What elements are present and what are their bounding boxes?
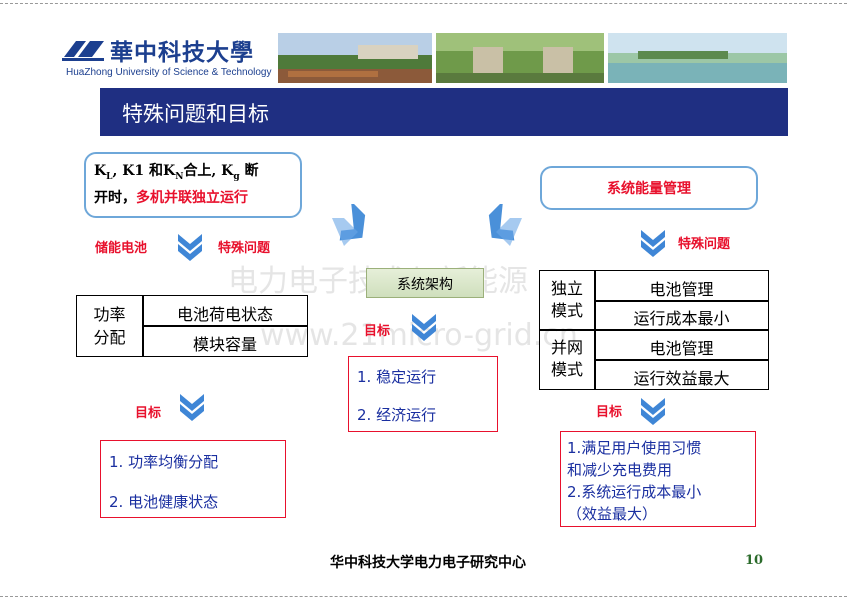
center-goal-2: 2. 经济运行: [357, 406, 437, 424]
chevron-down-icon: [180, 394, 204, 421]
chevron-down-icon: [412, 314, 436, 341]
condition-line-2: 开时，多机并联独立运行: [94, 187, 248, 207]
arrow-down-right-icon: [332, 204, 366, 246]
table-cell: 电池荷电状态: [176, 305, 273, 324]
title-bar-inner: [100, 88, 788, 136]
right-goal-line: （效益最大）: [567, 505, 658, 523]
hust-emblem-icon: [62, 41, 104, 61]
top-border: [0, 3, 847, 4]
page-number: 10: [745, 553, 764, 568]
power-allocation-header: 功率 分配: [93, 305, 126, 347]
table-cell: 电池管理: [649, 280, 714, 299]
chevron-down-icon: [178, 234, 202, 261]
condition-box: KL, K1 和KN合上, Kg 断 开时，多机并联独立运行: [84, 152, 302, 218]
grid-mode-header: 并网 模式: [550, 338, 583, 379]
mode-table: 独立 模式 电池管理 运行成本最小 并网 模式 电池管理 运行效益最大: [539, 270, 769, 390]
table-divider: [595, 359, 768, 361]
special-issue-right-label: 特殊问题: [678, 237, 731, 252]
left-goal-1: 1. 功率均衡分配: [109, 453, 219, 471]
table-divider: [142, 296, 144, 356]
table-divider: [143, 325, 307, 327]
university-logo: 華中科技大學 HuaZhong University of Science & …: [62, 33, 274, 81]
university-name-en: HuaZhong University of Science & Technol…: [66, 67, 272, 78]
table-cell: 运行成本最小: [633, 309, 730, 328]
center-goal-1: 1. 稳定运行: [357, 368, 437, 386]
table-cell: 模块容量: [192, 335, 257, 354]
power-allocation-table: 功率 分配 电池荷电状态 模块容量: [76, 295, 308, 357]
title-bar-accent: [56, 88, 100, 136]
energy-management-box: 系统能量管理: [540, 166, 758, 210]
left-goals-box: 1. 功率均衡分配 2. 电池健康状态: [100, 440, 286, 518]
storage-battery-label: 储能电池: [95, 241, 148, 256]
right-goal-line: 1.满足用户使用习惯: [567, 439, 702, 457]
right-goal-line: 2.系统运行成本最小: [567, 483, 702, 501]
condition-line-2-black: 开时，: [94, 190, 136, 206]
arrow-down-left-icon: [488, 204, 522, 246]
table-cell: 电池管理: [649, 339, 714, 358]
table-divider: [595, 300, 768, 302]
university-name-cn: 華中科技大學: [110, 39, 254, 66]
goal-right-label: 目标: [596, 405, 623, 420]
system-architecture-box: 系统架构: [366, 268, 484, 298]
table-cell: 运行效益最大: [633, 369, 730, 388]
footer-org: 华中科技大学电力电子研究中心: [330, 555, 526, 571]
center-goals-box: 1. 稳定运行 2. 经济运行: [348, 356, 498, 432]
chevron-down-icon: [641, 230, 665, 257]
right-goals-box: 1.满足用户使用习惯 和减少充电费用 2.系统运行成本最小 （效益最大）: [560, 431, 756, 527]
campus-photos: [278, 33, 787, 83]
standalone-mode-header: 独立 模式: [550, 279, 583, 320]
left-goal-2: 2. 电池健康状态: [109, 493, 219, 511]
condition-line-1: KL, K1 和KN合上, Kg 断: [94, 163, 259, 182]
slide-title: 特殊问题和目标: [122, 102, 269, 126]
chevron-down-icon: [641, 398, 665, 425]
energy-management-label: 系统能量管理: [607, 181, 691, 197]
special-issue-left-label: 特殊问题: [218, 241, 271, 256]
condition-line-2-red: 多机并联独立运行: [136, 190, 248, 206]
right-goal-line: 和减少充电费用: [567, 461, 673, 479]
table-divider: [540, 329, 768, 331]
goal-center-label: 目标: [364, 324, 391, 339]
system-architecture-label: 系统架构: [397, 277, 453, 293]
bottom-border: [0, 596, 847, 597]
goal-left-label: 目标: [135, 406, 162, 421]
